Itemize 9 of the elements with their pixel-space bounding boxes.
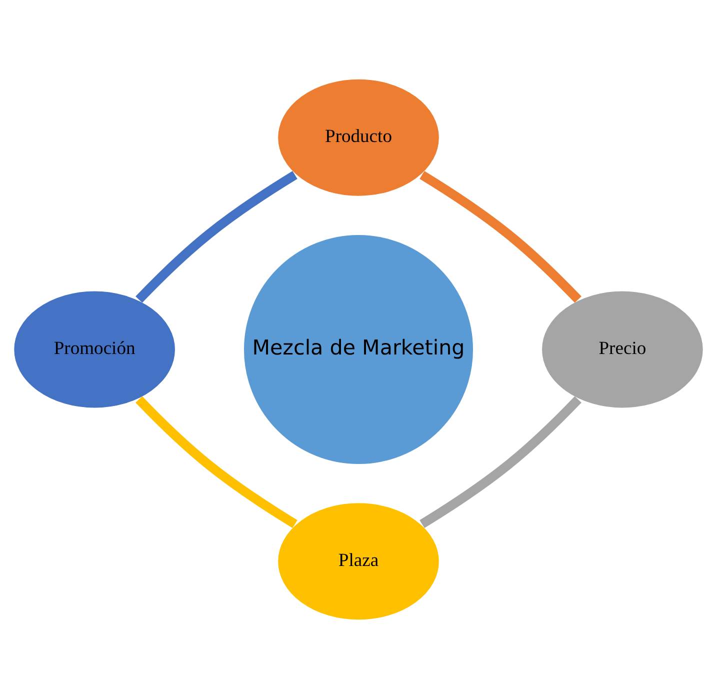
connector — [135, 170, 297, 302]
node-ellipse: Producto — [276, 76, 440, 198]
node-circle: Mezcla de Marketing — [241, 232, 475, 466]
node-ellipse: Plaza — [276, 500, 440, 622]
connector — [419, 396, 581, 528]
node-ellipse: Precio — [539, 288, 704, 410]
node-ellipse: Promoción — [12, 288, 177, 410]
connector — [419, 170, 581, 302]
connector — [135, 396, 297, 528]
